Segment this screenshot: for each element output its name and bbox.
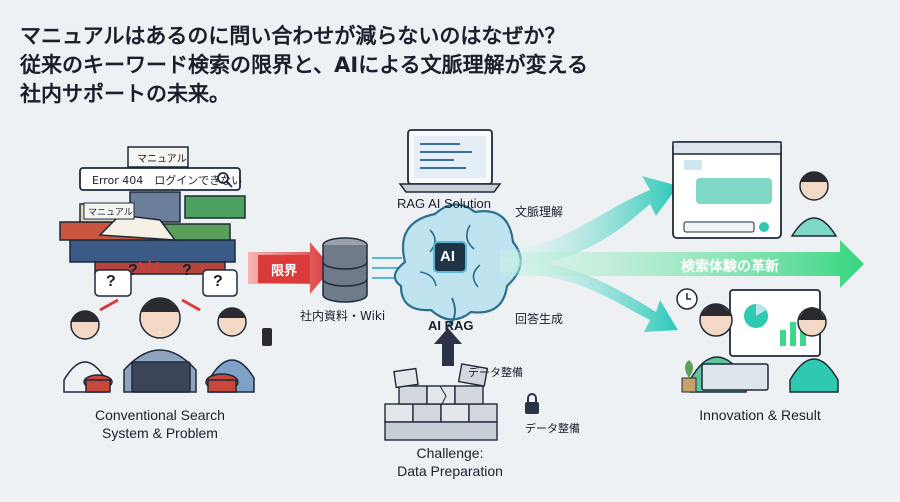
happy-user-icon xyxy=(790,171,838,237)
operator-person-icon xyxy=(99,297,201,393)
brain-icon xyxy=(393,203,522,337)
data-prep-label-side: データ整備 xyxy=(525,422,580,435)
limit-badge: 限界 xyxy=(258,255,310,283)
laptop-right-icon xyxy=(701,363,769,391)
left-caption-line-2: System & Problem xyxy=(102,425,218,441)
question-mark-4: ? xyxy=(182,262,192,279)
challenge-caption-line-1: Challenge: xyxy=(416,445,484,461)
ai-chip-text: AI xyxy=(440,248,455,265)
left-caption-line-1: Conventional Search xyxy=(95,407,225,423)
title-line-1: マニュアルはあるのに問い合わせが減らないのはなぜか？ xyxy=(20,24,566,48)
broken-blocks-icon xyxy=(384,363,498,441)
innovation-band xyxy=(500,240,864,288)
phone-icon xyxy=(262,328,272,346)
left-caption: Conventional Search System & Problem xyxy=(60,406,260,442)
code-laptop-icon xyxy=(398,129,502,193)
context-label: 文脈理解 xyxy=(515,205,564,219)
question-mark-1: ? xyxy=(106,273,116,290)
database-label: 社内資料・Wiki xyxy=(300,309,386,323)
clock-icon xyxy=(676,288,698,310)
context-arrow xyxy=(500,176,678,268)
challenge-caption-line-2: Data Preparation xyxy=(397,463,503,479)
data-prep-label-top: データ整備 xyxy=(468,366,523,379)
question-mark-3: ? xyxy=(128,262,138,279)
answer-label: 回答生成 xyxy=(515,312,564,326)
title-line-3: 社内サポートの未来。 xyxy=(20,82,230,106)
search-query-text: Error 404 ログインできない xyxy=(92,174,243,187)
question-bubble-icons xyxy=(94,259,238,297)
book-pile-icon xyxy=(59,191,246,275)
manual-tag-label-2: マニュアル xyxy=(88,208,133,218)
dashboard-monitor-icon xyxy=(729,289,821,357)
database-icon xyxy=(322,237,368,303)
challenge-caption: Challenge: Data Preparation xyxy=(380,444,520,480)
title-line-2: 従来のキーワード検索の限界と、AIによる文脈理解が変える xyxy=(20,53,588,77)
manual-tag-2 xyxy=(83,202,135,220)
page-title: マニュアルはあるのに問い合わせが減らないのはなぜか？ 従来のキーワード検索の限界… xyxy=(20,22,780,109)
up-arrow-icon xyxy=(434,328,462,366)
right-caption: Innovation & Result xyxy=(699,407,821,423)
chat-window-icon xyxy=(672,141,782,239)
laptop-icon xyxy=(131,361,191,393)
search-bar xyxy=(79,167,241,191)
lock-icon xyxy=(525,393,539,414)
question-mark-2: ? xyxy=(213,273,223,290)
solution-label: RAG AI Solution xyxy=(397,196,491,211)
innovation-band-text: 検索体験の革新 xyxy=(681,259,779,275)
search-icon xyxy=(217,172,229,184)
manual-tag-label-1: マニュアル xyxy=(137,154,187,165)
manual-tag-1 xyxy=(127,146,189,168)
brain-label: AI RAG xyxy=(428,318,474,333)
plant-icon xyxy=(681,360,697,393)
ai-chip-icon xyxy=(433,241,467,273)
telephone-icon xyxy=(83,373,239,393)
